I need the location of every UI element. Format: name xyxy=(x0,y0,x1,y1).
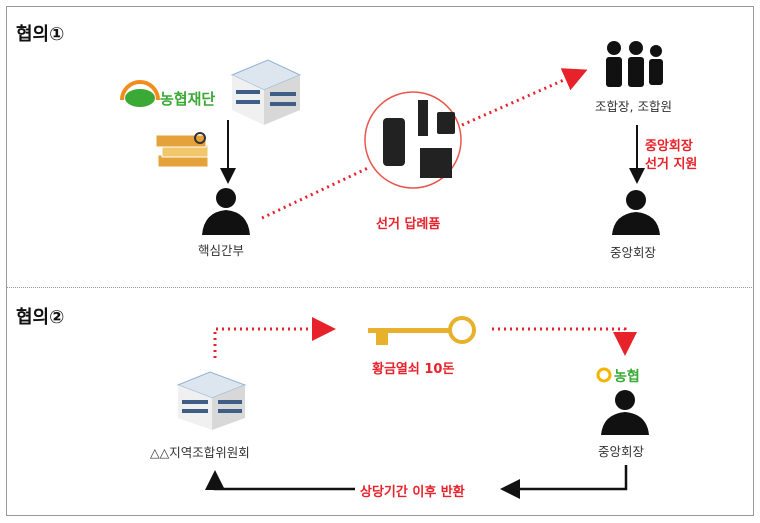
nh-logo-text: 농협 xyxy=(614,369,640,385)
chairman-person-icon xyxy=(612,190,660,235)
dotted-line xyxy=(261,166,369,220)
members-label: 조합장, 조합원 xyxy=(595,99,672,114)
gift-items-icon xyxy=(364,91,462,189)
nh-symbol-icon xyxy=(596,367,612,383)
members-group-icon xyxy=(606,41,663,87)
return-arrow-left xyxy=(205,470,355,491)
section2-title: 협의② xyxy=(16,307,65,328)
money-stack-icon xyxy=(155,132,209,168)
person-icon xyxy=(202,188,250,235)
chairman2-label: 중앙회장 xyxy=(598,444,645,459)
section1-title: 협의① xyxy=(16,24,65,45)
key-label: 황금열쇠 10돈 xyxy=(372,362,455,377)
support-label-line1: 중앙회장 xyxy=(645,139,693,154)
section-divider xyxy=(6,287,754,288)
building-icon xyxy=(230,59,302,125)
foundation-logo-text: 농협재단 xyxy=(160,90,216,108)
committee-label: △△지역조합위원회 xyxy=(150,445,250,460)
gift-label: 선거 답례품 xyxy=(376,217,441,232)
dotted-arrow-to-key xyxy=(213,317,336,358)
chairman-label: 중앙회장 xyxy=(610,245,657,260)
dotted-arrow-to-members xyxy=(461,68,588,127)
dotted-arrow-to-chairman xyxy=(492,327,637,356)
core-official-label: 핵심간부 xyxy=(198,243,245,258)
return-arrow-right xyxy=(500,465,628,499)
committee-building-icon xyxy=(176,371,247,430)
nh-foundation-logo-icon xyxy=(120,80,160,107)
return-label: 상당기간 이후 반환 xyxy=(360,485,465,500)
support-label-line2: 선거 지원 xyxy=(645,157,698,172)
chairman2-person-icon xyxy=(601,390,649,435)
golden-key-icon xyxy=(368,316,476,345)
